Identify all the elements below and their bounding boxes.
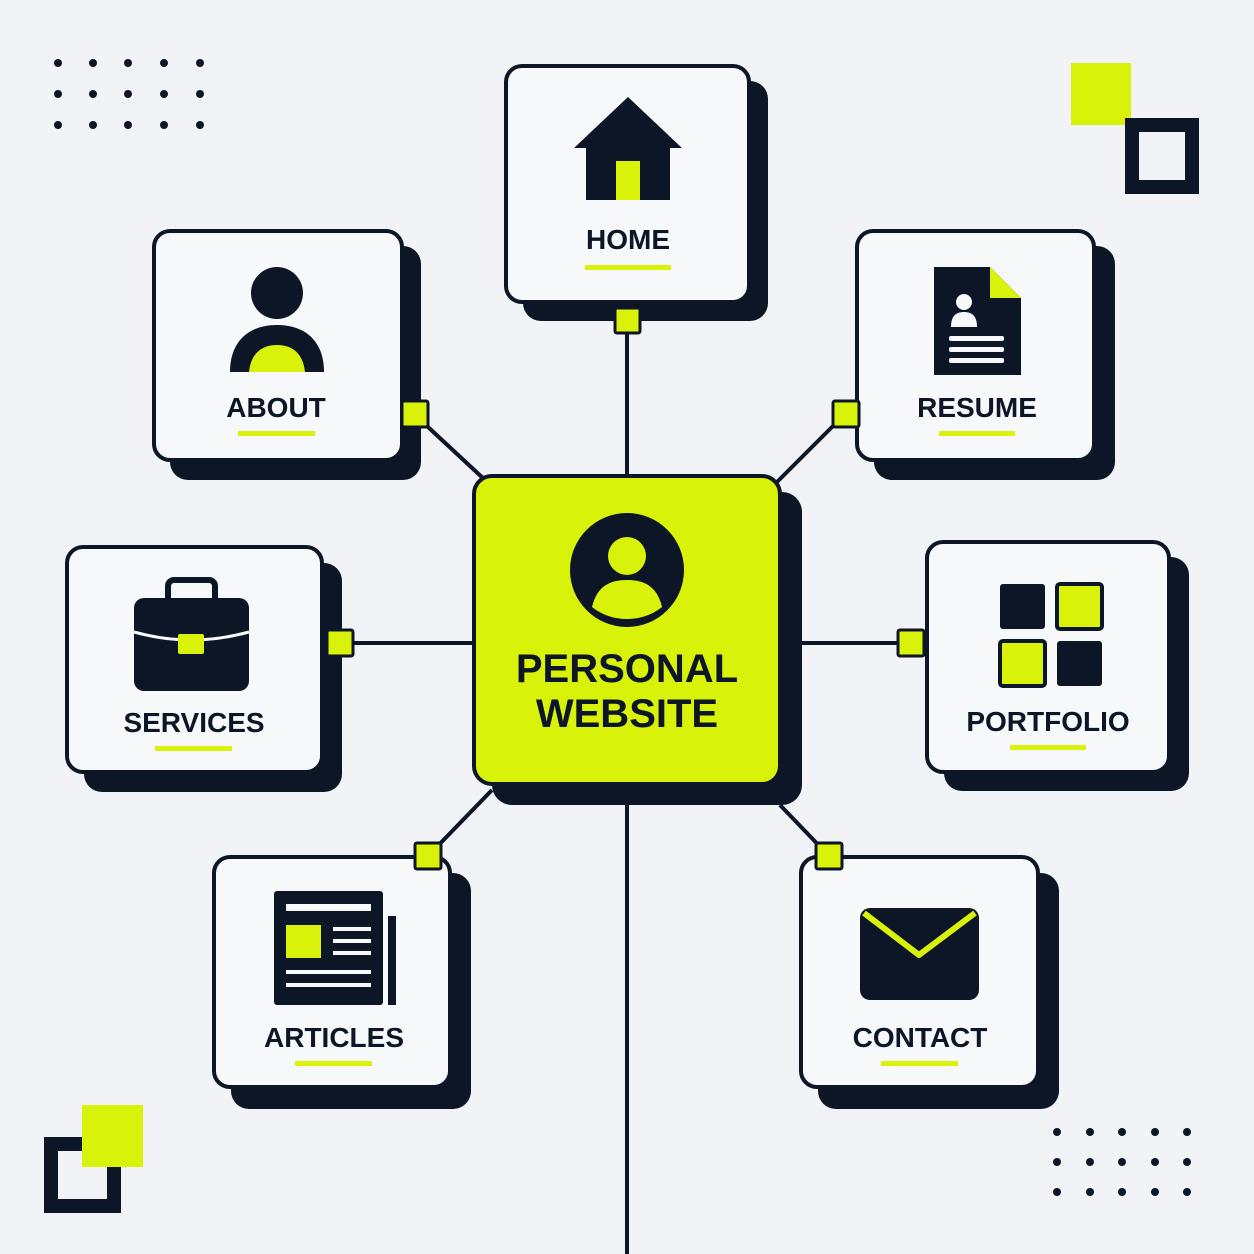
envelope-icon — [860, 908, 979, 1000]
junction-articles — [413, 841, 443, 871]
newspaper-icon — [274, 891, 396, 1005]
briefcase-icon — [133, 577, 250, 691]
node-home[interactable]: HOME — [504, 64, 768, 321]
node-label-about: ABOUT — [226, 392, 326, 423]
node-label-portfolio: PORTFOLIO — [966, 706, 1129, 737]
junction-about — [400, 399, 430, 429]
center-title-line-2: WEBSITE — [536, 692, 718, 736]
user-circle-icon — [570, 513, 684, 627]
node-resume[interactable]: RESUME — [855, 229, 1115, 480]
underline-resume — [939, 431, 1015, 436]
node-contact[interactable]: CONTACT — [799, 855, 1059, 1109]
connector-junctions — [325, 306, 926, 871]
grid-icon — [998, 582, 1104, 688]
node-portfolio[interactable]: PORTFOLIO — [925, 540, 1189, 791]
person-icon — [230, 267, 324, 372]
underline-portfolio — [1010, 745, 1086, 750]
node-label-services: SERVICES — [123, 707, 264, 738]
connector-lines — [340, 320, 911, 1254]
node-about[interactable]: ABOUT — [152, 229, 421, 480]
underline-services — [155, 746, 232, 751]
node-label-contact: CONTACT — [853, 1022, 988, 1053]
node-label-articles: ARTICLES — [264, 1022, 404, 1053]
house-icon — [574, 97, 682, 200]
junction-contact — [814, 841, 844, 871]
junction-home — [613, 306, 642, 335]
underline-home — [585, 265, 671, 270]
underline-contact — [881, 1061, 958, 1066]
node-articles[interactable]: ARTICLES — [212, 855, 471, 1109]
underline-about — [238, 431, 315, 436]
underline-articles — [295, 1061, 372, 1066]
node-label-resume: RESUME — [917, 392, 1037, 423]
junction-services — [325, 628, 355, 658]
dot-grid-top-left — [54, 59, 204, 129]
junction-portfolio — [896, 628, 926, 658]
dot-grid-bottom-right — [1053, 1128, 1191, 1196]
corner-squares-bottom-left — [44, 1105, 143, 1213]
junction-resume — [831, 399, 861, 429]
resume-document-icon — [934, 267, 1021, 375]
node-services[interactable]: SERVICES — [65, 545, 342, 792]
center-node-personal-website[interactable]: PERSONAL WEBSITE — [472, 474, 802, 805]
center-title-line-1: PERSONAL — [516, 647, 738, 691]
corner-squares-top-right — [1071, 63, 1199, 194]
node-label-home: HOME — [586, 224, 670, 255]
